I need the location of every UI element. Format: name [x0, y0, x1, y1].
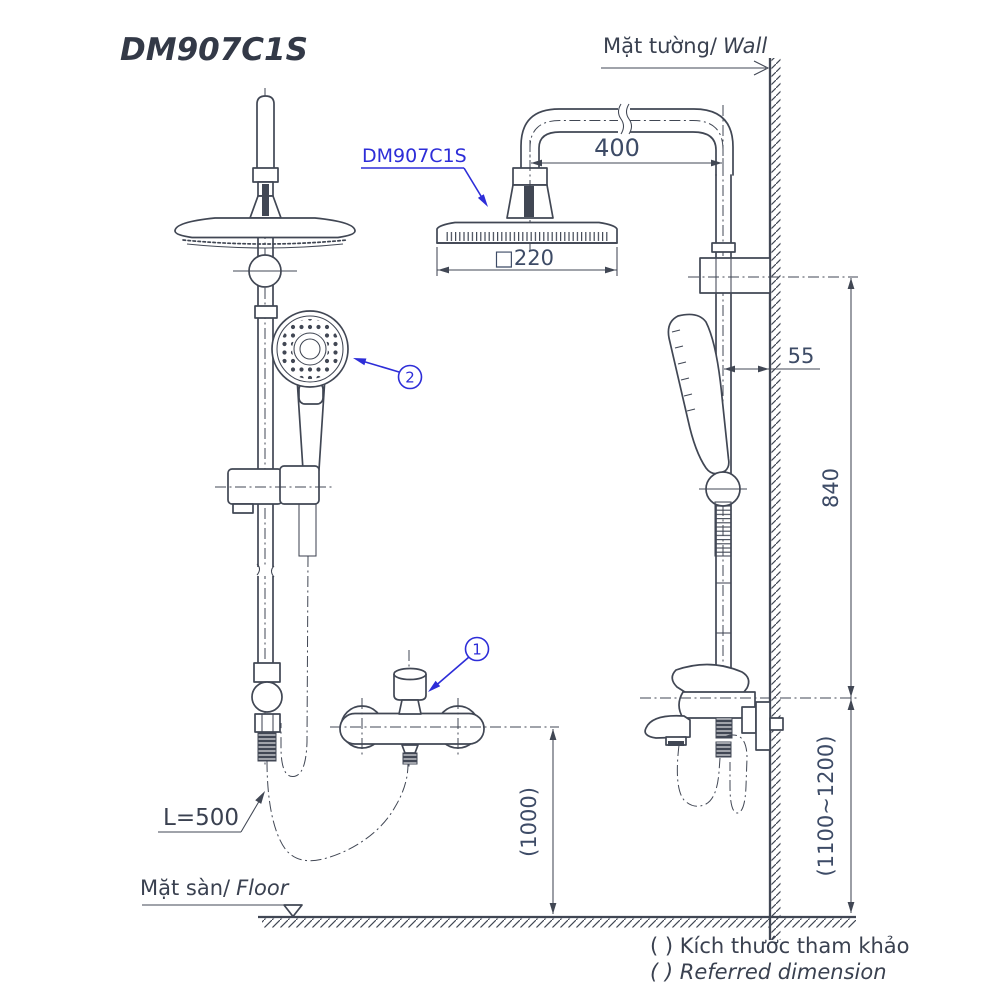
dim-220-text: □220	[494, 246, 554, 270]
hose-length-leader	[240, 797, 262, 833]
dim-1100-arrow-bottom	[847, 902, 855, 913]
callout-1-arrow	[428, 680, 441, 692]
dim-55-arrow-right	[758, 365, 769, 373]
shower-arm-centerline	[529, 120, 724, 175]
wall-hatch	[771, 58, 781, 940]
dim-1000-arrow-top	[549, 729, 557, 740]
slider-holder-clamp	[279, 465, 320, 505]
callout-1-number: 1	[472, 641, 482, 659]
callout-2-arrow	[353, 358, 367, 366]
head-connector-seal-side	[524, 186, 534, 217]
dim-220-arrow-left	[438, 266, 449, 274]
hand-shower-hose-coil	[298, 503, 317, 557]
arm-break-marks	[617, 103, 633, 135]
mixer-side-wallplate	[755, 701, 771, 751]
dim-400-arrow-right	[711, 159, 722, 167]
callout-1-leader	[432, 656, 470, 689]
mixer-side-nut	[741, 706, 757, 734]
dim-400-arrow-left	[531, 159, 542, 167]
hose-length-arrow	[255, 791, 265, 804]
floor-label: Mặt sàn/Floor	[140, 876, 290, 900]
drawing-title: DM907C1S	[120, 32, 308, 68]
hose-length-label: L=500	[163, 805, 239, 831]
wall-label-en: Wall	[723, 34, 767, 58]
mixer-side-outlet-band	[668, 741, 684, 746]
note-vi: ( ) Kích thước tham khảo	[650, 934, 910, 958]
hose-nut	[254, 713, 281, 733]
wall-bracket	[699, 257, 771, 294]
dim-840-text: 840	[819, 468, 843, 508]
wall-leader-arrow	[753, 60, 770, 76]
dim-840-arrow-top	[847, 278, 855, 289]
slider-holder-tab	[232, 503, 254, 514]
mixer-side-spout	[644, 714, 691, 739]
dim-1000-text: (1000)	[517, 787, 541, 857]
mixer-handle-base	[398, 699, 422, 715]
overhead-shower-side-nozzles	[444, 232, 610, 241]
side-hose-coil	[714, 501, 732, 557]
dim-1000-arrow-bottom	[549, 903, 557, 914]
dim-400-text: 400	[594, 134, 640, 162]
wall-and-floor	[142, 58, 856, 940]
ball-joint-housing	[253, 662, 281, 683]
top-pipe-collar	[252, 167, 279, 183]
hand-shower-center-ring	[293, 332, 327, 366]
annotations: DM907C1S Mặt tường/Wall Mặt sàn/Floor DM…	[120, 32, 910, 984]
side-pipe-joint-upper	[711, 242, 736, 253]
callout-2-number: 2	[405, 369, 415, 387]
mixer-side-hose-coil	[715, 741, 732, 758]
shower-hose-loop	[266, 760, 409, 862]
mixer-outlet-coil	[402, 752, 418, 765]
side-view	[644, 105, 784, 814]
dim-1100-text: (1100~1200)	[814, 736, 838, 877]
column-break-marks	[256, 563, 275, 578]
mixer-side-ribbed	[715, 717, 733, 739]
hand-shower-side	[667, 313, 730, 475]
overhead-shower-front	[174, 217, 356, 239]
floor-label-en: Floor	[236, 876, 290, 900]
dim-1100-arrow-top	[847, 699, 855, 710]
callout-1-circle	[464, 636, 490, 662]
side-hose-loop-1	[676, 744, 721, 807]
product-callout-arrow	[477, 194, 488, 207]
hand-shower-hose	[280, 555, 309, 778]
product-callout-label: DM907C1S	[362, 145, 467, 167]
hand-shower-side-face-hatch	[671, 329, 696, 412]
mixer-side-anchor	[769, 717, 784, 731]
hand-shower-face-inner	[276, 315, 344, 383]
head-connector-seal	[262, 184, 269, 216]
floor-hatch	[262, 918, 856, 928]
dim-55-arrow-left	[724, 365, 735, 373]
column-break-gap	[255, 567, 275, 576]
head-side-view	[436, 103, 734, 252]
mixer-front-view	[330, 650, 559, 770]
note-en: ( ) Referred dimension	[650, 960, 887, 984]
callout-2-circle	[397, 364, 423, 390]
hand-shower-center-hole	[299, 338, 321, 360]
floor-label-vi: Mặt sàn/	[140, 876, 231, 900]
arm-break-gap	[618, 105, 630, 136]
column-joint-collar	[254, 305, 278, 319]
mixer-outlet	[401, 744, 419, 754]
top-pipe	[256, 95, 275, 168]
dim-55-text: 55	[788, 344, 815, 368]
floor-leader-arrow	[283, 904, 303, 918]
ball-joint-ball	[251, 681, 283, 713]
side-hose-loop-2	[725, 734, 748, 814]
dim-220-arrow-right	[605, 266, 616, 274]
wall-label: Mặt tường/Wall	[603, 34, 767, 58]
dim-840-arrow-bottom	[847, 686, 855, 697]
hose-strain-coil	[257, 732, 277, 762]
mixer-handle-top	[393, 667, 427, 681]
overhead-shower-rim	[186, 243, 344, 249]
product-callout-leader	[463, 167, 485, 202]
dimensions: 400 □220 55 840 (1100~1200) (1000)	[436, 134, 858, 914]
front-view	[174, 88, 409, 862]
wall-label-vi: Mặt tường/	[603, 34, 718, 58]
overhead-shower-nozzles	[182, 239, 348, 245]
mixer-side-lever	[671, 663, 750, 699]
hand-shower-center-mask	[292, 331, 328, 367]
